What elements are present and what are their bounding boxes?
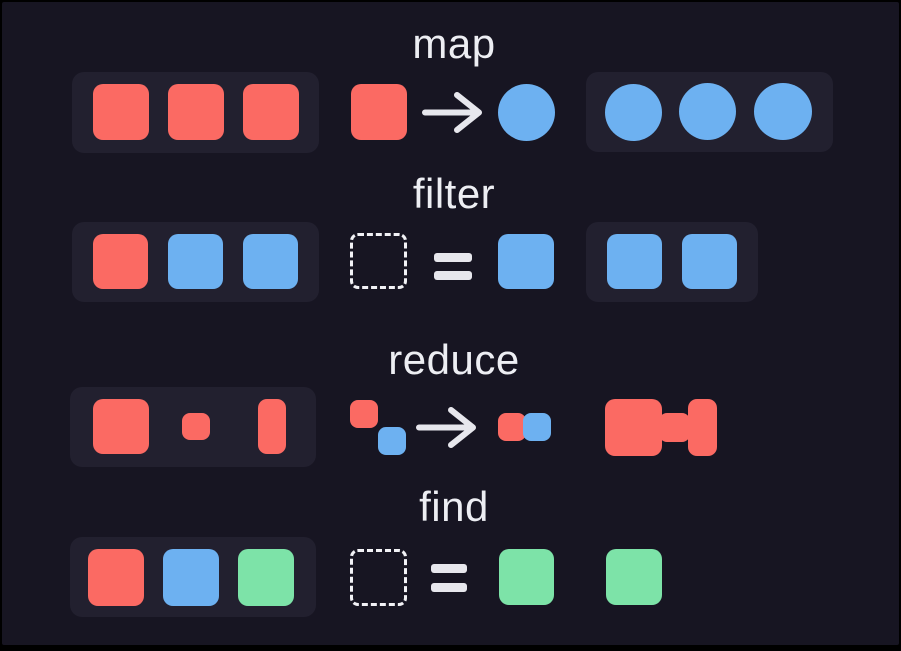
filter-predicate-box: [350, 233, 407, 289]
map-arrow-icon: [422, 92, 482, 133]
filter-label: filter: [412, 170, 496, 217]
reduce-item-square: [378, 427, 406, 455]
map-input-square-1: [93, 84, 149, 140]
find-result-square: [606, 549, 662, 605]
filter-input-square-2: [168, 234, 223, 289]
find-input-square-1: [88, 549, 144, 606]
find-match-square: [499, 549, 554, 605]
filter-input-square-3: [243, 234, 298, 289]
reduce-result-tall: [688, 399, 717, 456]
map-output-circle-3: [754, 83, 812, 140]
find-equals-bar-top: [431, 564, 467, 573]
reduce-merged-blue: [523, 413, 551, 441]
filter-output-square-2: [682, 234, 737, 289]
map-input-square-3: [243, 84, 299, 140]
reduce-acc-square: [350, 400, 378, 428]
reduce-arrow-icon: [416, 407, 476, 448]
find-input-square-2: [163, 549, 219, 606]
reduce-merged-red: [498, 413, 526, 441]
filter-input-square-1: [93, 234, 148, 289]
map-item-square: [351, 84, 407, 140]
reduce-result-connector: [659, 413, 690, 442]
map-label: map: [412, 20, 496, 67]
filter-output-square-1: [607, 234, 662, 289]
filter-equals-bar-top: [434, 253, 472, 262]
map-output-circle-2: [679, 83, 736, 140]
filter-equals-bar-bottom: [434, 271, 472, 280]
reduce-input-square-small: [182, 413, 210, 440]
reduce-label: reduce: [388, 336, 520, 383]
find-equals-bar-bottom: [431, 583, 467, 592]
find-input-square-3: [238, 549, 294, 606]
reduce-input-square-large: [93, 399, 149, 454]
map-output-circle-1: [605, 84, 662, 141]
reduce-input-rect-tall: [258, 399, 286, 454]
reduce-result-large: [605, 399, 662, 456]
map-input-square-2: [168, 84, 224, 140]
find-label: find: [419, 483, 489, 530]
map-result-circle: [498, 84, 555, 141]
find-predicate-box: [350, 549, 407, 606]
filter-match-square: [498, 234, 554, 289]
